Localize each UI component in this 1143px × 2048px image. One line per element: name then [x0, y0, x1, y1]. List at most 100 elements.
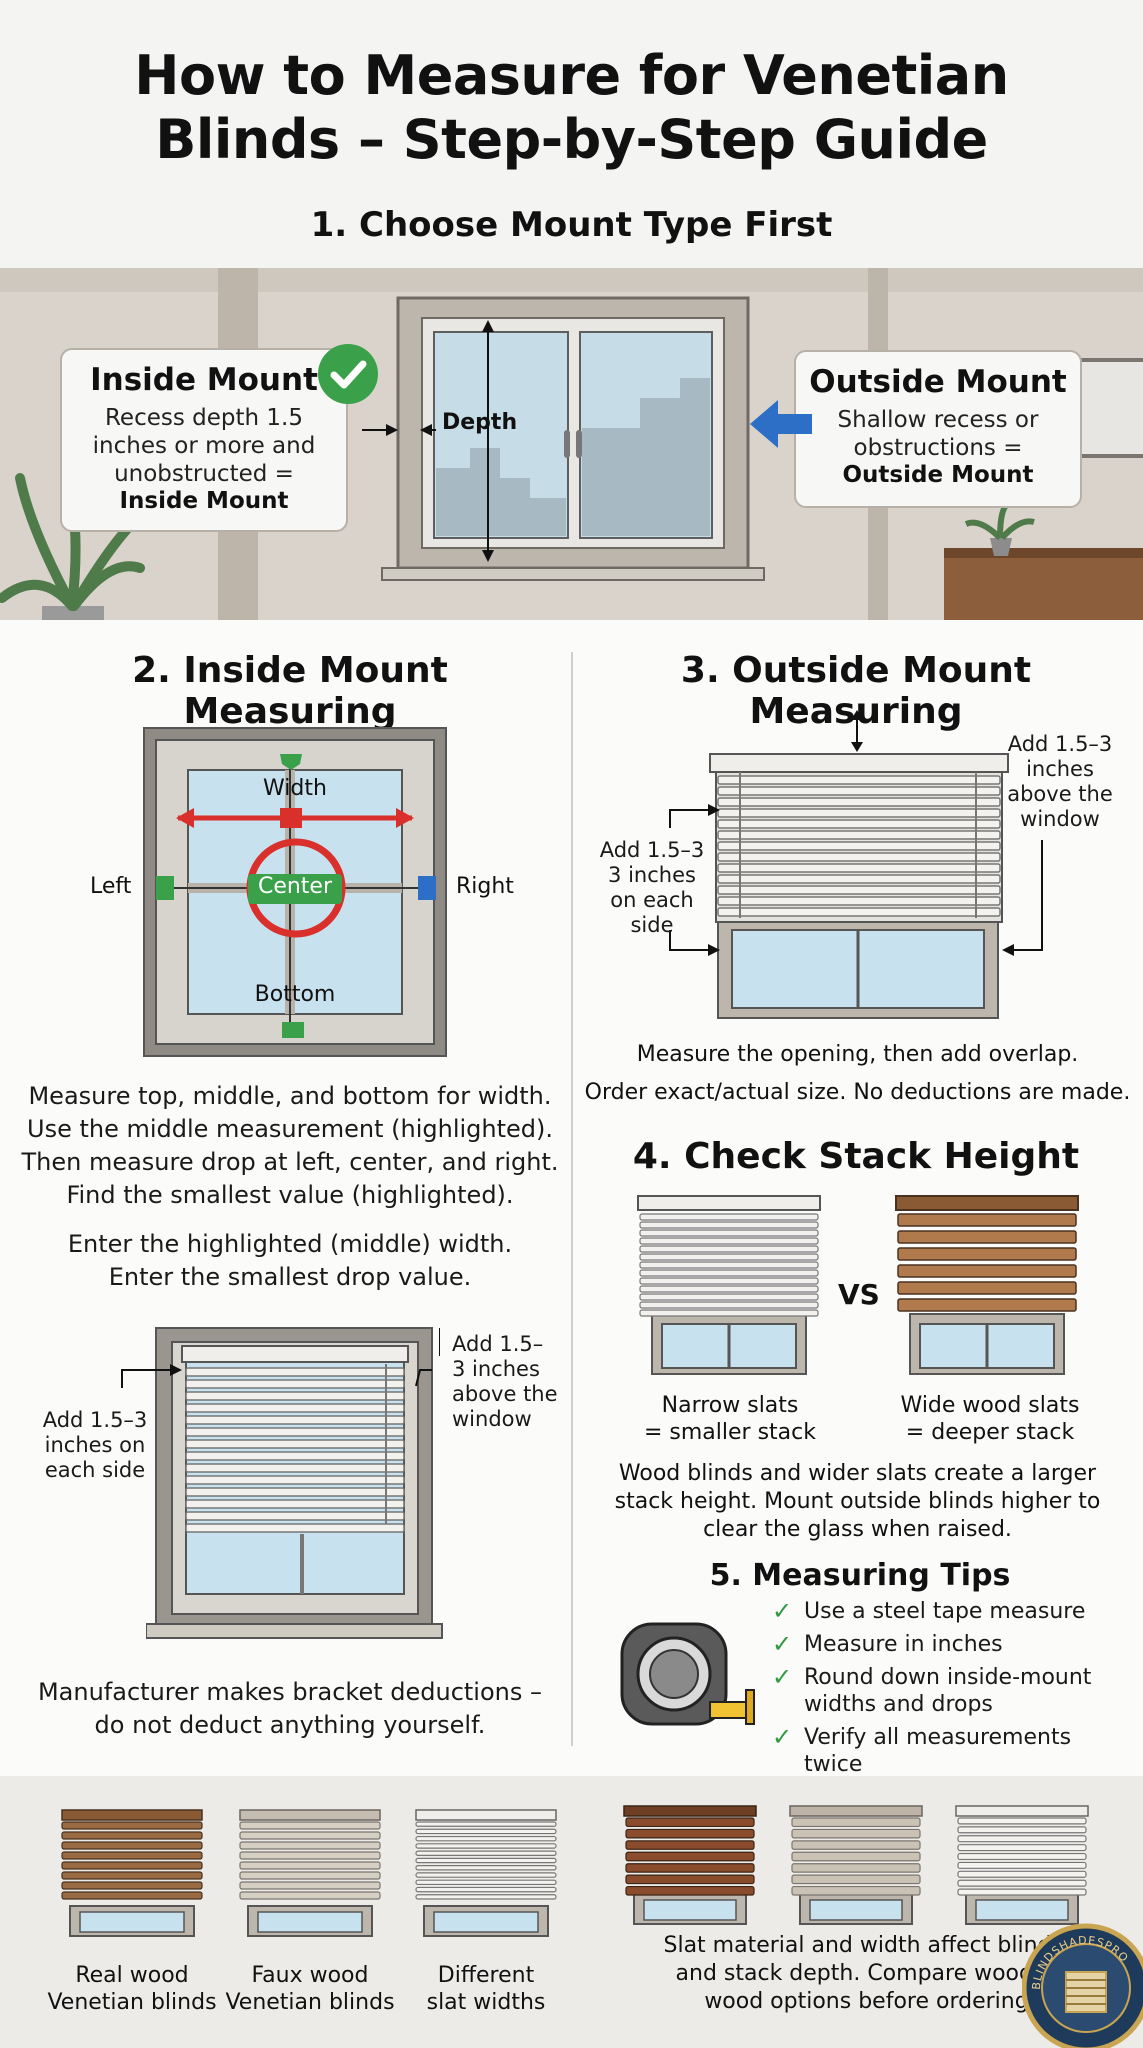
outside-side-overlap-line4: side	[630, 913, 674, 937]
tip-text: Measure in inches	[804, 1632, 1003, 1657]
blind-slat	[185, 1463, 405, 1473]
inside-blind-diagram	[146, 1327, 443, 1639]
blind-slat	[185, 1439, 405, 1449]
blind-slat	[185, 1451, 405, 1461]
blind-slat	[639, 1221, 819, 1229]
wide-slat-caption-line1: Wide wood slats	[900, 1393, 1080, 1418]
versus-label: VS	[838, 1278, 880, 1311]
blind-slat	[897, 1298, 1077, 1312]
check-icon: ✓	[772, 1723, 793, 1751]
blind-slat	[625, 1863, 755, 1873]
blind-slat	[717, 907, 1001, 917]
inside-entry-line1: Enter the highlighted (middle) width.	[67, 1230, 513, 1258]
blind-slat	[639, 1293, 819, 1301]
outside-top-overlap-line1: Add 1.5–3	[1007, 732, 1113, 756]
blind-slat	[957, 1861, 1087, 1869]
blind-slat	[185, 1475, 405, 1485]
narrow-slat-caption: Narrow slats = smaller stack	[630, 1392, 830, 1446]
real-wood-caption-line1: Real wood	[75, 1963, 189, 1988]
blind-slat	[625, 1817, 755, 1828]
blind-slat	[639, 1309, 819, 1317]
inside-entry-line2: Enter the smallest drop value.	[108, 1263, 472, 1291]
inside-top-overlap-line3: above the	[452, 1382, 558, 1406]
blind-slat	[61, 1861, 203, 1870]
tip-text-line2: widths and drops	[804, 1692, 993, 1717]
blind-slat	[185, 1403, 405, 1413]
blind-slat	[625, 1828, 755, 1839]
blind-slat	[957, 1844, 1087, 1852]
tips-section-heading: 5. Measuring Tips	[709, 1558, 1011, 1593]
outside-mount-title: Outside Mount	[809, 364, 1067, 400]
stack-explanation-line3: clear the glass when raised.	[703, 1517, 1012, 1542]
blind-slat	[415, 1857, 557, 1864]
inside-entry-instructions: Enter the highlighted (middle) width. En…	[20, 1228, 560, 1294]
tips-list: ✓Use a steel tape measure ✓ Measure in in…	[772, 1598, 1132, 1784]
slat-widths-blind-swatch	[415, 1809, 557, 1937]
blind-slat	[415, 1886, 557, 1893]
blind-slat	[639, 1277, 819, 1285]
blind-slat	[61, 1891, 203, 1900]
blind-slat	[415, 1850, 557, 1856]
blind-slat	[957, 1888, 1087, 1896]
inside-side-overlap-line1: Add 1.5–3	[42, 1408, 148, 1432]
faux-wood-blind-swatch	[239, 1809, 381, 1937]
blind-slat	[61, 1831, 203, 1840]
stack-explanation-line2: stack height. Mount outside blinds highe…	[614, 1489, 1101, 1514]
tip-item: ✓Verify all measurements twice	[772, 1724, 1132, 1778]
blind-slat	[185, 1499, 405, 1509]
page-title-line2: Blinds – Step-by-Step Guide	[155, 108, 988, 171]
center-label: Center	[257, 874, 333, 899]
brand-seal-logo: BLINDSHADESPRO	[1022, 1923, 1143, 2048]
blind-slat	[717, 830, 1001, 840]
page-title: How to Measure for Venetian Blinds – Ste…	[40, 44, 1103, 172]
blind-slat	[415, 1872, 557, 1878]
inside-mount-result: Inside Mount	[119, 488, 289, 514]
bottom-note: Slat material and width affect blind w a…	[600, 1932, 1140, 2016]
outside-caption-1: Measure the opening, then add overlap.	[636, 1042, 1079, 1067]
arrow-left-icon	[750, 400, 812, 448]
blind-slat	[717, 808, 1001, 818]
blind-slat	[415, 1835, 557, 1842]
blind-slat	[185, 1523, 405, 1533]
blind-slat	[717, 896, 1001, 906]
blind-slat	[791, 1863, 921, 1873]
wide-slat-caption: Wide wood slats = deeper stack	[880, 1392, 1100, 1446]
blind-slat	[717, 819, 1001, 829]
column-divider	[571, 652, 573, 1746]
blind-slat	[185, 1427, 405, 1437]
blind-slat	[239, 1821, 381, 1830]
outside-top-overlap-line3: above the	[1007, 782, 1113, 806]
blind-slat	[639, 1245, 819, 1253]
inside-instruction-line3: Then measure drop at left, center, and r…	[21, 1148, 559, 1176]
tip-item: ✓Use a steel tape measure	[772, 1598, 1132, 1625]
wide-slat-caption-line2: = deeper stack	[905, 1420, 1075, 1445]
narrow-slat-blind	[637, 1195, 821, 1375]
dark-wood-blind-swatch	[623, 1805, 757, 1925]
inside-footer-line2: do not deduct anything yourself.	[94, 1711, 486, 1739]
blind-slat	[239, 1831, 381, 1840]
inside-side-overlap-label: Add 1.5–3 inches on each side	[30, 1408, 160, 1483]
outside-side-overlap-line2: 3 inches	[608, 863, 696, 887]
left-label: Left	[90, 874, 132, 899]
blind-slat	[897, 1247, 1077, 1261]
white-blind-swatch	[955, 1805, 1089, 1925]
blind-slat	[415, 1843, 557, 1849]
blind-slat	[61, 1821, 203, 1830]
blind-slat	[639, 1301, 819, 1309]
slat-widths-caption-line1: Different	[437, 1963, 535, 1988]
stack-section-heading: 4. Check Stack Height	[632, 1136, 1080, 1177]
inside-mount-title: Inside Mount	[90, 362, 318, 398]
faux-wood-caption-line2: Venetian blinds	[225, 1990, 395, 2015]
check-icon: ✓	[772, 1630, 793, 1658]
blind-slat	[185, 1415, 405, 1425]
blind-slat	[897, 1230, 1077, 1244]
inside-footer-line1: Manufacturer makes bracket deductions –	[37, 1678, 543, 1706]
stack-explanation-line1: Wood blinds and wider slats create a lar…	[618, 1461, 1097, 1486]
blind-slat	[185, 1511, 405, 1521]
blind-slat	[957, 1879, 1087, 1887]
outside-top-overlap-label: Add 1.5–3 inches above the window	[1000, 732, 1120, 832]
outside-side-overlap-line1: Add 1.5–3	[599, 838, 705, 862]
blind-slat	[639, 1261, 819, 1269]
